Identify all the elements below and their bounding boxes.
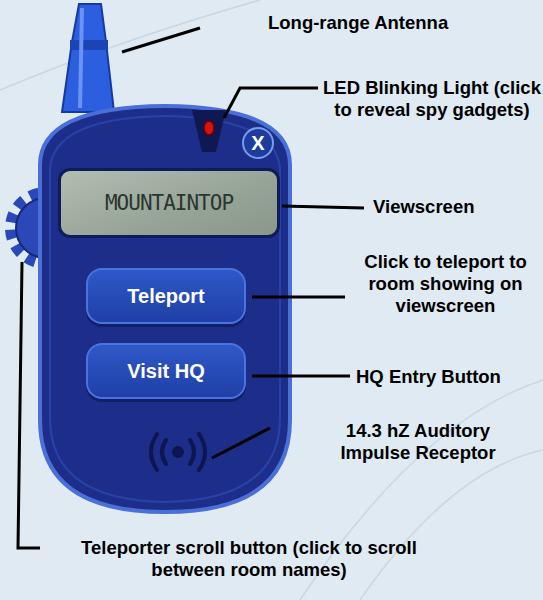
antenna-shine: [80, 8, 82, 108]
phone-body: [40, 106, 290, 512]
callout-label: 14.3 hZ Auditory Impulse Receptor: [318, 420, 518, 464]
leader-line: [252, 375, 350, 378]
node-text: Visit HQ: [127, 360, 204, 383]
led-light: [192, 110, 226, 152]
node-text: MOUNTAINTOP: [105, 191, 233, 215]
leader-line: [212, 428, 270, 458]
callout-label: Viewscreen: [373, 196, 533, 218]
callout-label: HQ Entry Button: [356, 366, 536, 388]
viewscreen: MOUNTAINTOP: [58, 168, 280, 238]
leader-line: [282, 206, 364, 208]
speaker-wave: [199, 434, 205, 470]
leader-line: [252, 296, 345, 299]
callout-label: Long-range Antenna: [268, 12, 538, 34]
leader-lines: [18, 28, 364, 548]
leader-line: [224, 88, 318, 118]
node-text: X: [251, 132, 264, 155]
hq-button: Visit HQ: [86, 343, 246, 399]
led-bulb: [204, 121, 214, 135]
phone-inner-rim: [50, 116, 280, 502]
callout-label: Click to teleport to room showing on vie…: [348, 251, 543, 317]
callout-label: Teleporter scroll button (click to scrol…: [44, 537, 454, 581]
background-curve: [360, 450, 543, 600]
leader-line: [122, 28, 200, 52]
speaker-wave: [151, 434, 157, 470]
antenna-body: [62, 4, 114, 112]
antenna: [62, 4, 114, 112]
speaker-wave: [162, 440, 166, 464]
speaker-dot: [172, 446, 184, 458]
speaker: [151, 434, 205, 470]
antenna-band: [70, 40, 108, 50]
close-button: X: [242, 127, 274, 159]
speaker-wave: [190, 440, 194, 464]
node-text: Teleport: [127, 285, 204, 308]
leader-line: [18, 262, 40, 548]
callout-label: LED Blinking Light (click to reveal spy …: [322, 77, 542, 121]
teleport-button: Teleport: [86, 268, 246, 324]
background-curve: [0, 0, 260, 90]
led-notch: [192, 110, 226, 152]
